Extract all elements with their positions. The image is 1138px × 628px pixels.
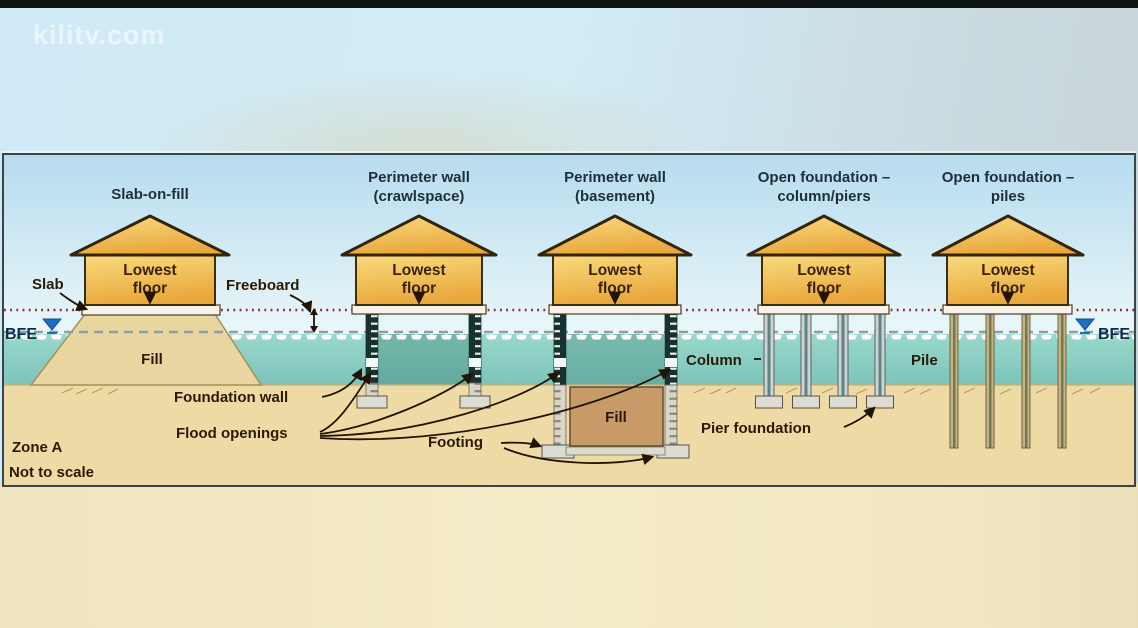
- fill-mound-label: Fill: [141, 351, 163, 368]
- pier-foundation-arrow: [843, 406, 876, 428]
- basement-slab: [565, 446, 666, 456]
- basement-fill: [569, 386, 664, 447]
- house-crawlspace: Lowest floor Perimeter wall (crawlspace): [340, 169, 498, 315]
- flood-opening: [469, 358, 481, 367]
- house-piles: Lowest floor Open foundation – piles: [931, 169, 1085, 315]
- lowest-floor-label: Lowest: [981, 262, 1034, 279]
- background-bottom: [0, 483, 1138, 628]
- ground: [4, 385, 1134, 485]
- flood-openings-label: Flood openings: [176, 425, 288, 442]
- flood-opening: [665, 358, 677, 367]
- foundation-wall-below-grade: [468, 382, 482, 397]
- pier-footing: [866, 395, 894, 409]
- house-title: Perimeter wall: [368, 169, 470, 186]
- house-basement: Lowest floor Perimeter wall (basement): [537, 169, 693, 315]
- house-slab-on-fill: Lowest floor Slab-on-fill: [69, 186, 231, 316]
- ground-hatch-marks: [61, 387, 1101, 395]
- pier-footing: [755, 395, 783, 409]
- freeboard-label: Freeboard: [226, 277, 299, 294]
- crawlspace-foundation: [356, 313, 491, 409]
- lowest-floor-label: Lowest: [392, 262, 445, 279]
- basement-foundation: Fill: [541, 313, 690, 459]
- house-title: Open foundation –: [942, 169, 1075, 186]
- pile-label: Pile: [911, 352, 938, 369]
- lowest-floor-label: Lowest: [123, 262, 176, 279]
- lowest-floor-label: floor: [598, 280, 632, 297]
- lowest-floor-label: floor: [991, 280, 1025, 297]
- floor-band: [351, 304, 487, 315]
- roof: [69, 214, 231, 257]
- footing-arrow: [503, 447, 655, 466]
- pile: [1057, 313, 1067, 449]
- house-column-piers: Lowest floor Open foundation – column/pi…: [746, 169, 902, 315]
- bfe-water-level-icon-left: [41, 318, 63, 334]
- floor-band: [548, 304, 682, 315]
- roof: [340, 214, 498, 257]
- pile: [985, 313, 995, 449]
- pier-footing: [792, 395, 820, 409]
- basement-water-shadow: [567, 334, 664, 385]
- bfe-water-level-icon-right: [1074, 318, 1096, 334]
- flood-openings-arrow: [319, 372, 474, 435]
- pile: [949, 313, 959, 449]
- foundation-wall-below-grade: [664, 384, 678, 446]
- foundation-wall: [468, 313, 482, 384]
- foundation-diagram-panel: Fill: [2, 153, 1136, 487]
- foundation-wall-below-grade: [365, 382, 379, 397]
- lowest-floor-label: floor: [133, 280, 167, 297]
- roof: [537, 214, 693, 257]
- flood-opening: [366, 358, 378, 367]
- roof: [746, 214, 902, 257]
- wave-scallops: [4, 334, 1134, 340]
- pile-foundation: [949, 313, 1067, 449]
- house-title: (crawlspace): [374, 188, 465, 205]
- slab-label: Slab: [32, 276, 64, 293]
- freeboard-double-arrow-icon: [310, 308, 318, 333]
- footing: [356, 395, 388, 409]
- foundation-wall: [365, 313, 379, 384]
- foundation-wall-below-grade: [553, 384, 567, 446]
- house-title: Perimeter wall: [564, 169, 666, 186]
- watermark: kilitv.com: [33, 20, 166, 50]
- house-title: Open foundation –: [758, 169, 891, 186]
- foundation-wall: [664, 313, 678, 386]
- slab-arrow: [59, 292, 89, 311]
- flood-openings-arrow: [319, 368, 672, 441]
- house-title: column/piers: [777, 188, 870, 205]
- bfe-left-label: BFE: [5, 326, 37, 343]
- footing-label: Footing: [428, 434, 483, 451]
- crawlspace-water-shadow: [379, 334, 468, 385]
- footing-arrow: [500, 437, 543, 449]
- lowest-floor-label: floor: [402, 280, 436, 297]
- flood-openings-arrow: [319, 371, 560, 437]
- bfe-right-label: BFE: [1098, 326, 1130, 343]
- house-title: Slab-on-fill: [111, 186, 189, 203]
- letterbox-strip: [0, 0, 1138, 8]
- column-pier-foundation: [755, 313, 894, 409]
- column: [792, 313, 820, 409]
- lowest-floor-label: Lowest: [797, 262, 850, 279]
- floor-band: [942, 304, 1073, 315]
- pier-footing: [829, 395, 857, 409]
- foundation-wall-arrow: [321, 367, 363, 398]
- basement-fill-label: Fill: [605, 409, 627, 426]
- scale-note-label: Not to scale: [9, 464, 94, 481]
- house-title: piles: [991, 188, 1025, 205]
- flood-opening: [554, 358, 566, 367]
- pile: [1021, 313, 1031, 449]
- column-label: Column: [686, 352, 742, 369]
- lowest-floor-label: Lowest: [588, 262, 641, 279]
- foundation-diagram: Fill: [4, 155, 1134, 485]
- flood-openings-arrow: [319, 372, 372, 433]
- zone-label: Zone A: [12, 439, 62, 456]
- lowest-floor-label: floor: [807, 280, 841, 297]
- foundation-wall-label: Foundation wall: [174, 389, 288, 406]
- pier-foundation-label: Pier foundation: [701, 420, 811, 437]
- house-title: (basement): [575, 188, 655, 205]
- slab: [81, 304, 221, 316]
- freeboard-arrow: [289, 294, 313, 314]
- floor-band: [757, 304, 890, 315]
- footing: [459, 395, 491, 409]
- roof: [931, 214, 1085, 257]
